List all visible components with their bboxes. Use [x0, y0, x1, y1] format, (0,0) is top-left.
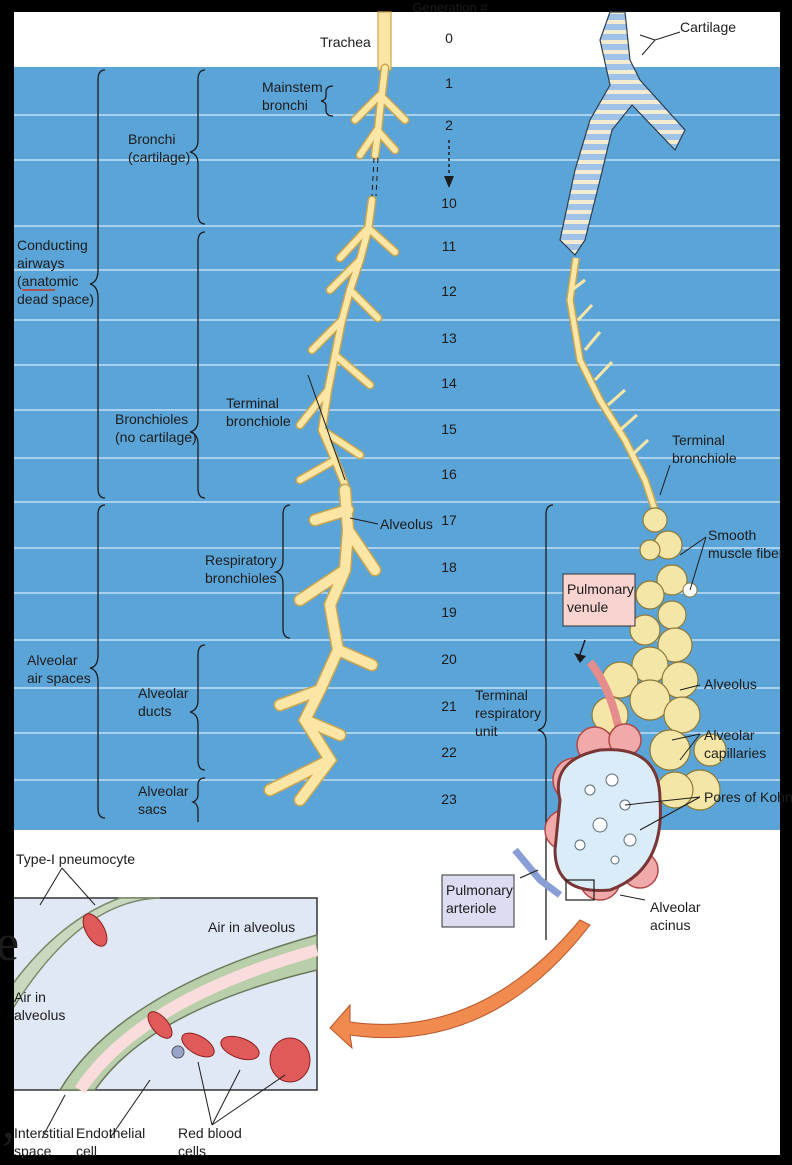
pulmonary-arteriole-1: Pulmonary	[446, 882, 513, 898]
pulmonary-arteriole-2: arteriole	[446, 900, 497, 916]
pulmonary-venule-2: venule	[567, 599, 608, 615]
alveolar-acinus-1: Alveolar	[650, 899, 701, 915]
mainstem-label-1: Mainstem	[262, 79, 323, 95]
conducting-label-2: airways	[17, 255, 64, 271]
generation-number-16: 16	[441, 466, 457, 482]
conducting-label-4: dead space)	[17, 291, 94, 307]
trachea-label: Trachea	[320, 34, 371, 50]
generation-number-0: 0	[445, 30, 453, 46]
bronchi-label-2: (cartilage)	[128, 149, 190, 165]
interstitial-space-1: Interstitial	[14, 1125, 74, 1141]
pores-of-kohn-label: Pores of Kohn	[704, 789, 792, 805]
bronchioles-label-1: Bronchioles	[115, 411, 188, 427]
generation-number-17: 17	[441, 512, 457, 528]
air-in-alveolus-left-1: Air in	[14, 989, 46, 1005]
alveolar-ducts-2: ducts	[138, 703, 171, 719]
alveolar-air-spaces-2: air spaces	[27, 670, 91, 686]
terminal-unit-3: unit	[475, 723, 498, 739]
generation-number-13: 13	[441, 330, 457, 346]
generation-number-11: 11	[442, 238, 457, 254]
pulmonary-venule-1: Pulmonary	[567, 581, 634, 597]
conducting-label-1: Conducting	[17, 237, 88, 253]
conducting-label-3: (anatomic	[17, 273, 78, 289]
terminal-bronchiole-left-2: bronchiole	[226, 413, 291, 429]
air-in-alveolus-left-2: alveolus	[14, 1007, 65, 1023]
generation-number-22: 22	[441, 744, 457, 760]
alveolar-air-spaces-1: Alveolar	[27, 652, 78, 668]
terminal-bronchiole-right-1: Terminal	[672, 432, 725, 448]
generation-number-14: 14	[441, 375, 457, 391]
generation-number-15: 15	[441, 421, 457, 437]
alveolar-ducts-1: Alveolar	[138, 685, 189, 701]
slide-glyph-comma: ,	[2, 1093, 15, 1150]
alveolar-sacs-2: sacs	[138, 801, 167, 817]
generation-number-19: 19	[441, 604, 457, 620]
alveolar-acinus-2: acinus	[650, 917, 690, 933]
generation-number-18: 18	[441, 559, 457, 575]
respiratory-bronchioles-2: bronchioles	[205, 570, 277, 586]
generation-number-10: 10	[441, 195, 457, 211]
interstitial-space-2: space	[14, 1143, 52, 1159]
respiratory-bronchioles-1: Respiratory	[205, 552, 277, 568]
alveolar-capillaries-2: capillaries	[704, 745, 766, 761]
left-slide-edge	[0, 0, 14, 1165]
terminal-bronchiole-right-2: bronchiole	[672, 450, 737, 466]
bronchi-label-1: Bronchi	[128, 131, 175, 147]
smooth-muscle-2: muscle fiber	[708, 545, 784, 561]
smooth-muscle-1: Smooth	[708, 527, 756, 543]
white-top-area	[12, 12, 780, 67]
air-in-alveolus-right: Air in alveolus	[208, 919, 295, 935]
alveolar-sacs-1: Alveolar	[138, 783, 189, 799]
endothelial-cell-2: cell	[76, 1143, 97, 1159]
generation-number-2: 2	[445, 117, 453, 133]
red-blood-cells-1: Red blood	[178, 1125, 242, 1141]
generation-number-1: 1	[445, 75, 453, 91]
endothelial-cell-1: Endothelial	[76, 1125, 145, 1141]
alveolus-right-label: Alveolus	[704, 676, 757, 692]
generation-number-21: 21	[441, 698, 457, 714]
generation-number-12: 12	[441, 283, 457, 299]
cartilage-label: Cartilage	[680, 19, 736, 35]
red-blood-cells-2: cells	[178, 1143, 206, 1159]
alveolus-left-label: Alveolus	[380, 516, 433, 532]
terminal-bronchiole-left-1: Terminal	[226, 395, 279, 411]
bronchioles-label-2: (no cartilage)	[115, 429, 197, 445]
slide-glyph-e: e	[0, 915, 19, 972]
type1-pneumocyte-label: Type-I pneumocyte	[16, 851, 135, 867]
terminal-unit-1: Terminal	[475, 687, 528, 703]
generation-header: Generation #	[412, 0, 488, 15]
terminal-unit-2: respiratory	[475, 705, 541, 721]
generation-number-20: 20	[441, 651, 457, 667]
alveolar-capillaries-1: Alveolar	[704, 727, 755, 743]
mainstem-label-2: bronchi	[262, 97, 308, 113]
trachea-tube	[378, 12, 391, 70]
generation-number-23: 23	[441, 791, 457, 807]
